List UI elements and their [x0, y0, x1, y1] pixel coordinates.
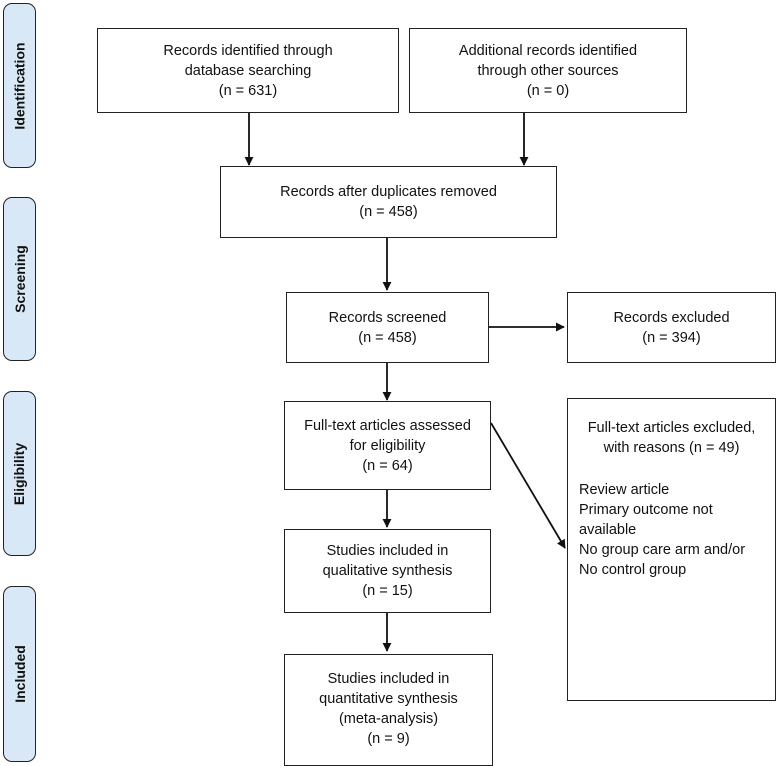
exclusion-reason: No group care arm and/or	[579, 542, 746, 558]
exclusion-reason: Primary outcome not	[579, 502, 713, 518]
box-count: (n = 631)	[218, 82, 278, 99]
box-records-screened: Records screened (n = 458)	[286, 292, 489, 363]
box-duplicates-removed: Records after duplicates removed (n = 45…	[220, 166, 557, 238]
box-quantitative-synthesis: Studies included in quantitative synthes…	[284, 654, 493, 766]
box-fulltext-assessed: Full-text articles assessed for eligibil…	[284, 401, 491, 490]
box-count: (n = 0)	[526, 82, 570, 99]
box-text: qualitative synthesis	[322, 563, 453, 579]
box-count: with reasons (n = 49)	[603, 440, 740, 456]
excluded-heading: Full-text articles excluded, with reason…	[568, 418, 775, 458]
box-records-other-sources: Additional records identified through ot…	[409, 28, 687, 113]
box-text: Additional records identified	[458, 42, 638, 59]
box-count: (n = 394)	[642, 329, 701, 346]
box-text: Records after duplicates removed	[280, 184, 497, 200]
box-text: Studies included in	[327, 671, 450, 687]
box-text: quantitative synthesis	[319, 691, 458, 707]
exclusion-reasons-list: Review article Primary outcome not avail…	[568, 480, 775, 580]
box-text: (meta-analysis)	[338, 711, 439, 727]
box-text: through other sources	[477, 62, 619, 79]
exclusion-reason: available	[579, 522, 637, 538]
box-qualitative-synthesis: Studies included in qualitative synthesi…	[284, 529, 491, 613]
box-fulltext-excluded: Full-text articles excluded, with reason…	[567, 398, 776, 701]
phase-screening: Screening	[3, 197, 36, 361]
box-text: database searching	[184, 62, 312, 79]
exclusion-reason: Review article	[579, 482, 670, 498]
phase-included: Included	[3, 586, 36, 762]
box-count: (n = 15)	[362, 583, 413, 599]
box-records-excluded: Records excluded (n = 394)	[567, 292, 776, 363]
phase-eligibility: Eligibility	[3, 391, 36, 556]
arrow-fulltext-to-excluded	[490, 422, 566, 549]
box-text: Full-text articles excluded,	[587, 420, 756, 436]
box-text: for eligibility	[349, 437, 426, 454]
box-text: Records excluded	[613, 309, 730, 326]
box-count: (n = 458)	[358, 329, 417, 346]
box-text: Studies included in	[326, 543, 449, 559]
box-text: Records identified through	[163, 42, 333, 59]
box-text: Full-text articles assessed	[304, 417, 471, 434]
exclusion-reason: No control group	[579, 562, 687, 578]
box-text: Records screened	[328, 309, 447, 326]
box-records-database: Records identified through database sear…	[97, 28, 399, 113]
phase-identification: Identification	[3, 3, 36, 168]
box-count: (n = 9)	[367, 731, 410, 747]
box-count: (n = 458)	[359, 204, 418, 220]
box-count: (n = 64)	[362, 457, 413, 474]
